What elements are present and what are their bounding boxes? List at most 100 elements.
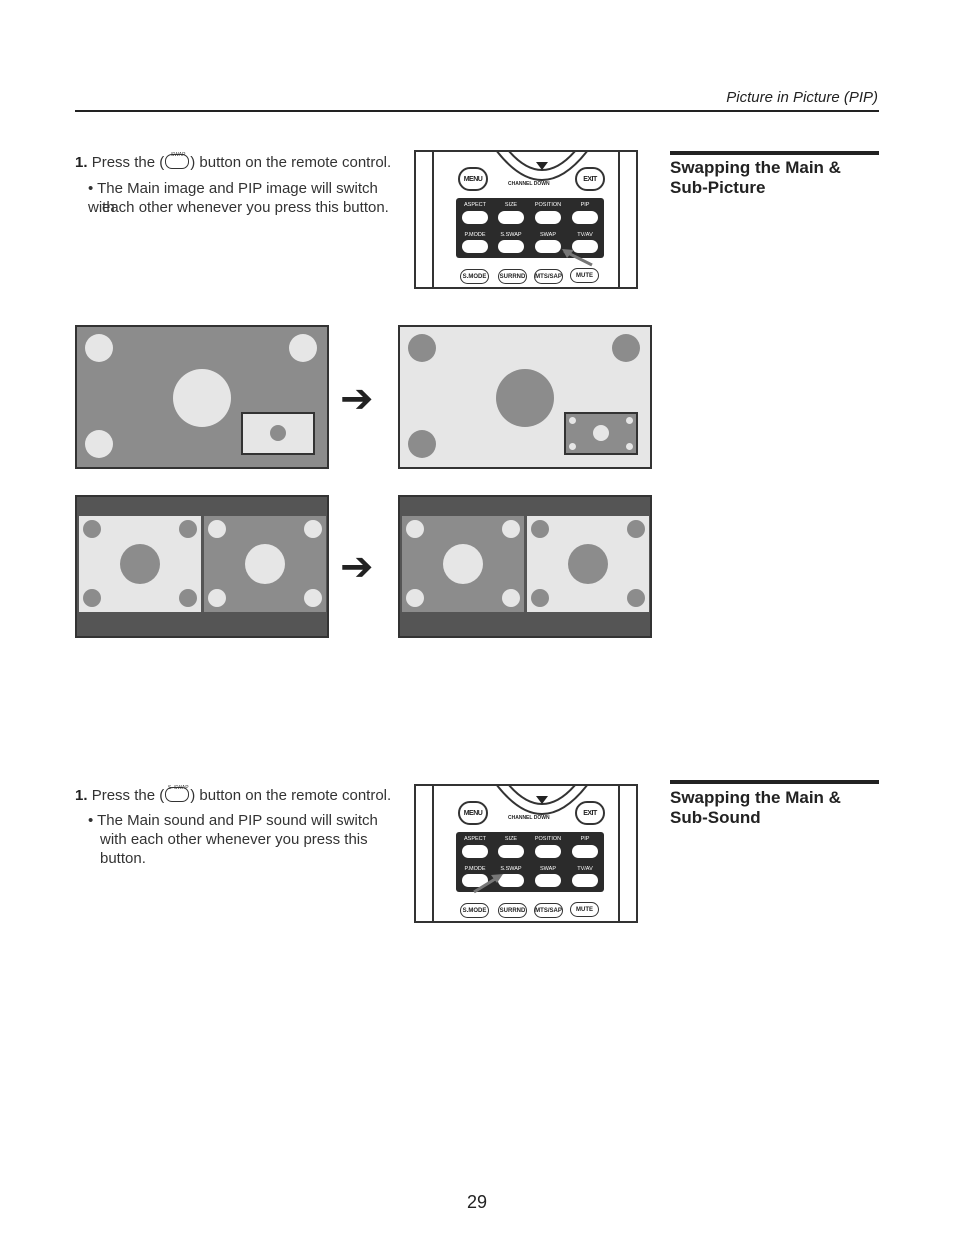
position-label: POSITION	[534, 202, 562, 208]
section2-step: 1. Press the (S. SWAP) button on the rem…	[75, 785, 405, 805]
corner-circle	[612, 334, 640, 362]
swap-label: SWAP	[540, 232, 556, 238]
tvav-label: TV/AV	[577, 866, 593, 872]
pmode-label: P.MODE	[464, 232, 486, 238]
swap-button[interactable]	[535, 874, 561, 887]
corner-circle	[85, 334, 113, 362]
size-button[interactable]	[498, 211, 524, 224]
sswap-button[interactable]	[498, 874, 524, 887]
pmode-button[interactable]	[462, 240, 488, 253]
pointer-arrow-icon	[562, 249, 593, 267]
pip-center-circle	[593, 425, 609, 441]
pmode-button[interactable]	[462, 874, 488, 887]
swap-key-label: SWAP	[170, 152, 186, 158]
s-swap-key-label: S. SWAP	[167, 785, 189, 791]
exit-button[interactable]: EXIT	[575, 167, 605, 191]
section2-rule	[670, 780, 879, 784]
split-before-screen	[75, 495, 329, 638]
corner-circle	[83, 520, 101, 538]
size-label: SIZE	[504, 836, 518, 842]
center-circle	[568, 544, 608, 584]
aspect-label: ASPECT	[463, 202, 486, 208]
pip-before-screen	[75, 325, 329, 469]
aspect-button[interactable]	[462, 211, 488, 224]
section2-bullet-line2: with each other whenever you press this	[100, 831, 368, 848]
pointer-arrow-icon	[473, 874, 503, 894]
pip-button[interactable]	[572, 845, 598, 858]
page-header-title: Picture in Picture (PIP)	[726, 89, 878, 106]
mts-sap-button[interactable]: MTS/SAP	[534, 903, 563, 918]
surround-button[interactable]: SURRND	[498, 269, 527, 284]
s-swap-key-icon: S. SWAP	[165, 785, 190, 802]
corner-circle	[531, 589, 549, 607]
corner-circle	[406, 520, 424, 538]
remote-control-illustration-1: CHANNEL DOWN MENU EXIT ASPECT SIZE POSIT…	[414, 150, 638, 289]
swap-arrow-icon: ➔	[340, 545, 374, 589]
section2-step-post: ) button on the remote control.	[190, 787, 392, 804]
position-button[interactable]	[535, 845, 561, 858]
surround-button[interactable]: SURRND	[498, 903, 527, 918]
pip-window	[564, 412, 638, 455]
section2-step-number: 1.	[75, 787, 88, 804]
pip-corner-circle	[569, 417, 576, 424]
page-number: 29	[466, 1192, 488, 1212]
pip-corner-circle	[569, 443, 576, 450]
mts-sap-button[interactable]: MTS/SAP	[534, 269, 563, 284]
section1-step-pre: Press the (	[91, 154, 165, 171]
tvav-button[interactable]	[572, 240, 598, 253]
pmode-label: P.MODE	[464, 866, 486, 872]
corner-circle	[208, 589, 226, 607]
remote-control-illustration-2: CHANNEL DOWN MENU EXIT ASPECT SIZE POSIT…	[414, 784, 638, 923]
pip-corner-circle	[626, 417, 633, 424]
corner-circle	[406, 589, 424, 607]
size-button[interactable]	[498, 845, 524, 858]
channel-down-label: CHANNEL DOWN	[508, 815, 550, 821]
corner-circle	[85, 430, 113, 458]
center-circle	[120, 544, 160, 584]
menu-button[interactable]: MENU	[458, 167, 488, 191]
dpad-arc	[496, 152, 588, 181]
swap-label: SWAP	[540, 866, 556, 872]
exit-button[interactable]: EXIT	[575, 801, 605, 825]
pip-button[interactable]	[572, 211, 598, 224]
section1-bullet-line2: each other whenever you press this butto…	[102, 199, 389, 216]
section2-bullet-line3: button.	[100, 850, 146, 867]
corner-circle	[408, 430, 436, 458]
tvav-label: TV/AV	[577, 232, 593, 238]
size-label: SIZE	[504, 202, 518, 208]
corner-circle	[179, 589, 197, 607]
center-circle	[173, 369, 231, 427]
swap-button[interactable]	[535, 240, 561, 253]
split-right-pane	[204, 516, 326, 612]
section1-bullet-line1: • The Main image and PIP image will swit…	[88, 180, 378, 216]
corner-circle	[289, 334, 317, 362]
corner-circle	[304, 589, 322, 607]
corner-circle	[502, 589, 520, 607]
split-after-screen	[398, 495, 652, 638]
remote-button-panel: ASPECT SIZE POSITION PIP P.MODE S.SWAP S…	[456, 832, 604, 892]
corner-circle	[502, 520, 520, 538]
section1-title-line1: Swapping the Main &	[670, 158, 841, 177]
swap-key-icon: SWAP	[165, 152, 190, 169]
corner-circle	[83, 589, 101, 607]
mute-button[interactable]: MUTE	[570, 268, 599, 283]
corner-circle	[408, 334, 436, 362]
section1-step-post: ) button on the remote control.	[190, 154, 392, 171]
remote-button-panel: ASPECT SIZE POSITION PIP P.MODE S.SWAP S…	[456, 198, 604, 258]
corner-circle	[208, 520, 226, 538]
split-left-pane	[402, 516, 524, 612]
center-circle	[245, 544, 285, 584]
aspect-button[interactable]	[462, 845, 488, 858]
tvav-button[interactable]	[572, 874, 598, 887]
aspect-label: ASPECT	[463, 836, 486, 842]
smode-button[interactable]: S.MODE	[460, 269, 489, 284]
position-button[interactable]	[535, 211, 561, 224]
section2-title-line2: Sub-Sound	[670, 808, 761, 827]
mute-button[interactable]: MUTE	[570, 902, 599, 917]
sswap-button[interactable]	[498, 240, 524, 253]
menu-button[interactable]: MENU	[458, 801, 488, 825]
section1-title-line2: Sub-Picture	[670, 178, 766, 197]
smode-button[interactable]: S.MODE	[460, 903, 489, 918]
section2-title-line1: Swapping the Main &	[670, 788, 841, 807]
position-label: POSITION	[534, 836, 562, 842]
